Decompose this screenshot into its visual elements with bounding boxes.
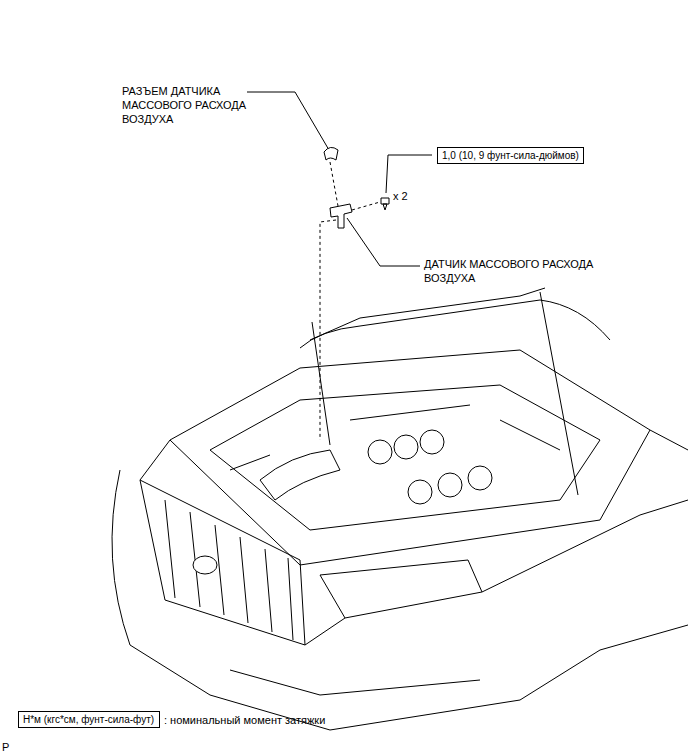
body-line: [230, 670, 480, 695]
engine-bay: [170, 350, 650, 565]
part-label: ДАТЧИК МАССОВОГО РАСХОДА ВОЗДУХА: [424, 257, 604, 285]
connector-icon: [324, 147, 338, 160]
part-label: РАЗЪЕМ ДАТЧИКА МАССОВОГО РАСХОДА ВОЗДУХА: [122, 84, 254, 126]
headlight: [320, 560, 482, 618]
engine-part: [420, 430, 444, 454]
intake-pipe: [260, 450, 340, 500]
body-line: [305, 500, 688, 645]
engine: [210, 385, 600, 530]
engine-part: [468, 466, 492, 490]
assembly-line: [330, 162, 338, 206]
emblem: [193, 556, 217, 574]
engine-part: [438, 473, 462, 497]
page-mark: P: [2, 740, 9, 754]
engine-detail: [230, 405, 560, 470]
hood-edge: [310, 288, 545, 340]
engine-part: [368, 440, 392, 464]
hood-strut: [540, 292, 578, 495]
engine-part: [408, 480, 432, 504]
leader-line: [386, 155, 432, 193]
engine-part: [394, 435, 418, 459]
bumper: [330, 625, 688, 730]
node-text: Н*м (кгс*см, фунт-сила-фут): [23, 714, 154, 725]
leader-line: [347, 218, 420, 266]
sensor-icon: [330, 204, 352, 228]
part-label: : номинальный момент затяжки: [164, 713, 325, 727]
body-line: [140, 430, 688, 480]
quantity-label: x 2: [393, 189, 408, 203]
grille: [140, 480, 305, 645]
torque-box: 1,0 (10, 9 фунт-сила-дюймов): [437, 147, 584, 164]
grille-bar: [165, 500, 293, 640]
assembly-line: [352, 202, 380, 210]
unit-box: Н*м (кгс*см, фунт-сила-фут): [18, 711, 160, 728]
hood-strut: [312, 322, 330, 445]
screw-icon: [381, 198, 389, 210]
leader-line: [247, 92, 329, 150]
node-text: 1,0 (10, 9 фунт-сила-дюймов): [442, 150, 579, 161]
bumper: [112, 470, 330, 730]
